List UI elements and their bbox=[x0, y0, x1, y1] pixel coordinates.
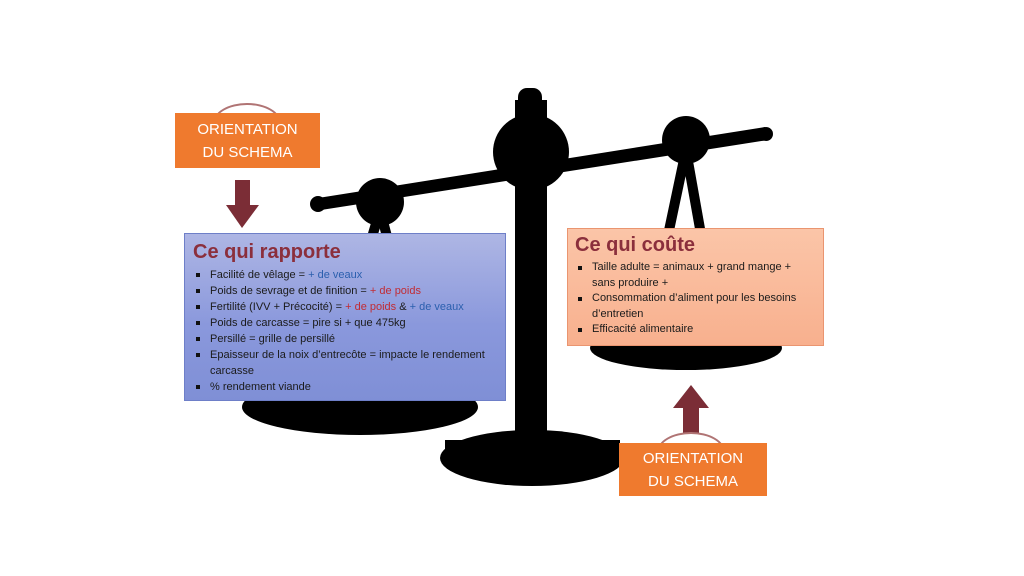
revenue-list: Facilité de vêlage = + de veaux Poids de… bbox=[193, 267, 497, 395]
list-item: Poids de carcasse = pire si + que 475kg bbox=[193, 315, 497, 331]
list-item: % rendement viande bbox=[193, 379, 497, 395]
left-pivot bbox=[356, 178, 404, 226]
list-item: Facilité de vêlage = + de veaux bbox=[193, 267, 497, 283]
revenue-panel: Ce qui rapporte Facilité de vêlage = + d… bbox=[184, 233, 506, 401]
orientation-line-2: DU SCHEMA bbox=[202, 143, 293, 161]
list-item: Consommation d’aliment pour les besoins … bbox=[575, 291, 815, 322]
panel-title: Ce qui coûte bbox=[575, 234, 696, 256]
list-item: Persillé = grille de persillé bbox=[193, 331, 497, 347]
list-item: Poids de sevrage et de finition = + de p… bbox=[193, 283, 497, 299]
orientation-line-1: ORIENTATION bbox=[642, 449, 744, 467]
orientation-line-1: ORIENTATION bbox=[197, 120, 298, 138]
orientation-label-top: ORIENTATION DU SCHEMA bbox=[175, 113, 320, 168]
panel-title: Ce qui rapporte bbox=[193, 241, 341, 263]
cost-list: Taille adulte = animaux + grand mange + … bbox=[575, 260, 815, 338]
arrow-up-icon bbox=[673, 385, 709, 433]
list-item: Taille adulte = animaux + grand mange + … bbox=[575, 260, 815, 291]
arrow-down-icon bbox=[226, 180, 259, 228]
list-item: Epaisseur de la noix d’entrecôte = impac… bbox=[193, 347, 497, 379]
orientation-line-2: DU SCHEMA bbox=[647, 472, 738, 490]
list-item: Efficacité alimentaire bbox=[575, 322, 815, 338]
orientation-label-bottom: ORIENTATION DU SCHEMA bbox=[619, 443, 767, 496]
list-item: Fertilité (IVV + Précocité) = + de poids… bbox=[193, 299, 497, 315]
center-pivot bbox=[493, 114, 569, 190]
right-pivot bbox=[662, 116, 710, 164]
cost-panel: Ce qui coûte Taille adulte = animaux + g… bbox=[567, 228, 824, 346]
